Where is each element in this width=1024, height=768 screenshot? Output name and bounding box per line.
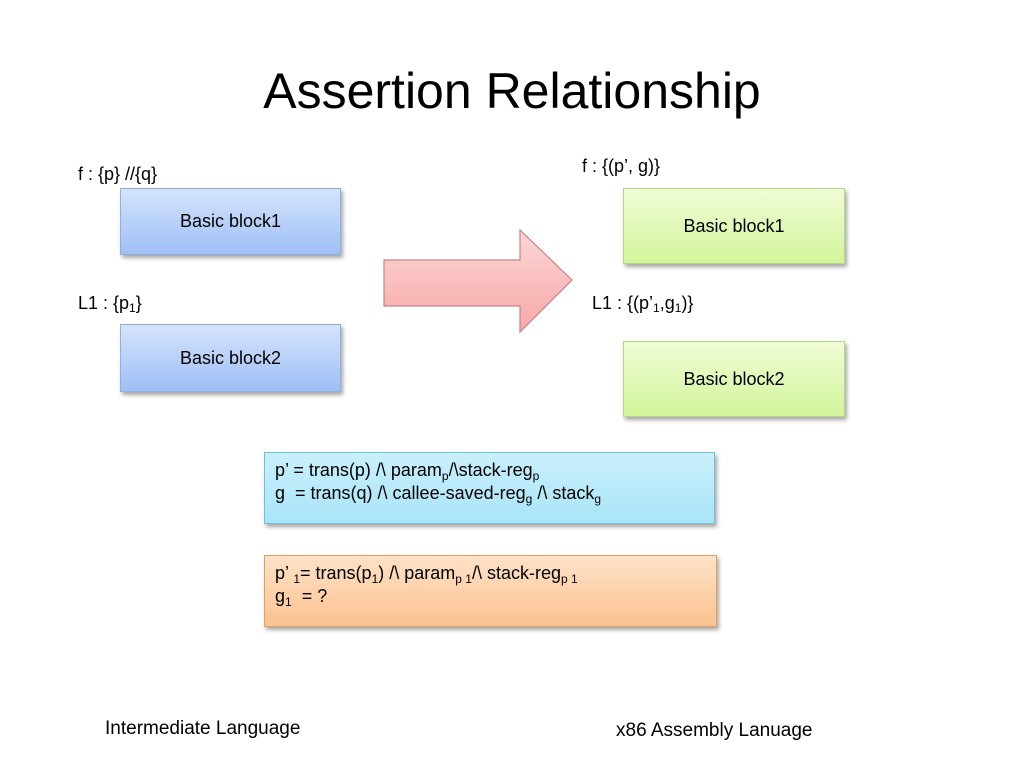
transform-arrow-icon	[383, 228, 573, 334]
eq-subscript: p	[532, 469, 540, 483]
eq-subscript: g	[594, 492, 602, 506]
eq-text: ) /\ param	[378, 563, 456, 583]
right-l1-subscript-2: 1	[674, 301, 682, 315]
right-basic-block1-label: Basic block1	[683, 215, 785, 236]
eq-text: /\ stack-reg	[471, 563, 562, 583]
left-function-label: f : {p} //{q}	[78, 164, 158, 184]
left-basic-block1-label: Basic block1	[179, 211, 282, 231]
left-l1-subscript: 1	[129, 301, 136, 315]
eq-subscript: 1	[293, 572, 301, 586]
right-basic-block2-label: Basic block2	[683, 368, 785, 389]
left-basic-block1: Basic block1	[120, 188, 341, 255]
equation-line-p-prime: p’ = trans(p) /\ paramp/\stack-regp	[275, 459, 704, 482]
left-basic-block2: Basic block2	[120, 324, 341, 392]
equation-line-p-prime-1: p’ 1= trans(p1) /\ paramp 1/\ stack-regp…	[275, 562, 706, 585]
left-l1-label: L1 : {p1}	[78, 293, 142, 314]
right-basic-block1: Basic block1	[623, 188, 845, 264]
equation-box-trans-l1: p’ 1= trans(p1) /\ paramp 1/\ stack-regp…	[264, 555, 717, 627]
eq-text: g	[275, 586, 286, 606]
equation-box-trans: p’ = trans(p) /\ paramp/\stack-regp g = …	[264, 452, 715, 524]
eq-text: = ?	[291, 586, 328, 606]
right-caption: x86 Assembly Lanuage	[616, 720, 813, 741]
eq-text: p’ = trans(p) /\ param	[275, 460, 442, 480]
right-l1-text-end: )}	[681, 293, 694, 313]
slide-title: Assertion Relationship	[263, 63, 761, 119]
eq-text: = trans(p	[300, 563, 372, 583]
eq-subscript: p	[441, 469, 449, 483]
eq-subscript: p 1	[561, 572, 578, 586]
right-l1-text-g: ,g	[659, 293, 675, 313]
eq-subscript: p 1	[455, 572, 472, 586]
left-l1-text: L1 : {p	[78, 293, 130, 313]
right-l1-subscript-1: 1	[653, 301, 660, 315]
eq-text: /\ stack	[532, 483, 595, 503]
eq-text: p’	[275, 563, 294, 583]
eq-subscript: 1	[371, 572, 379, 586]
right-l1-label: L1 : {(p’1,g1)}	[592, 293, 693, 314]
left-l1-text-end: }	[135, 293, 142, 313]
right-basic-block2: Basic block2	[623, 341, 845, 417]
equation-line-g: g = trans(q) /\ callee-saved-regg /\ sta…	[275, 482, 704, 505]
eq-text: /\stack-reg	[448, 460, 533, 480]
eq-subscript: 1	[285, 595, 292, 609]
eq-text: g = trans(q) /\ callee-saved-reg	[275, 483, 526, 503]
eq-subscript: g	[525, 492, 533, 506]
left-caption: Intermediate Language	[105, 718, 301, 739]
left-basic-block2-label: Basic block2	[179, 347, 282, 368]
right-function-label: f : {(p’, g)}	[582, 156, 661, 176]
right-l1-text: L1 : {(p’	[592, 293, 654, 313]
equation-line-g1: g1 = ?	[275, 585, 706, 608]
